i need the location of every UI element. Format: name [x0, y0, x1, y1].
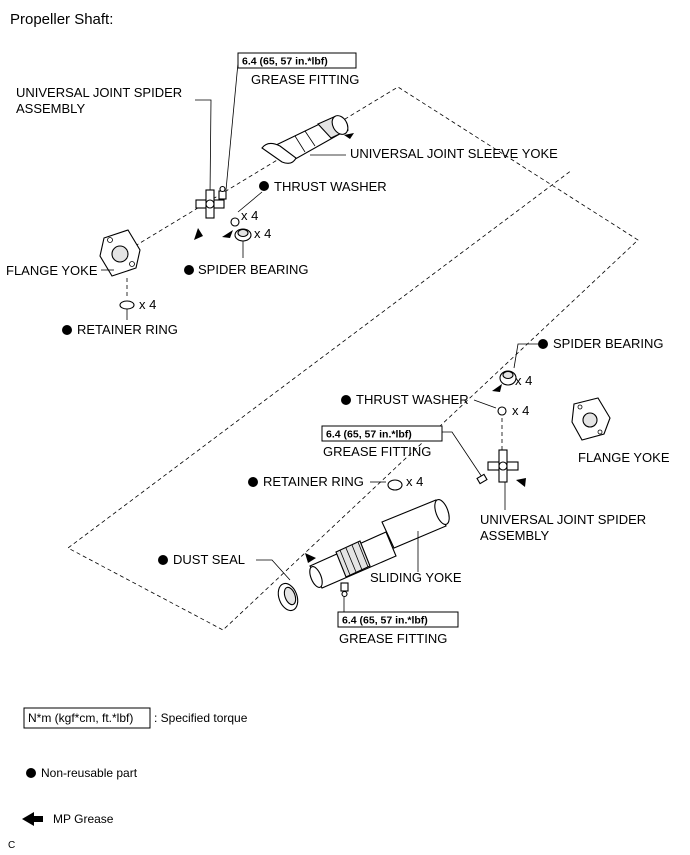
non-reusable-dot-thrust-top [259, 181, 269, 191]
ujsa-label-top-1: UNIVERSAL JOINT SPIDER [16, 85, 182, 100]
spider-top-part [195, 189, 225, 219]
flange-yoke-right-part [571, 397, 611, 441]
retainer-ring-top-part [119, 300, 135, 310]
spider-bearing-label-right: SPIDER BEARING [553, 336, 664, 351]
x4-bearing-right: x 4 [515, 373, 532, 388]
x4-washer-right: x 4 [512, 403, 529, 418]
sliding-yoke-label: SLIDING YOKE [370, 570, 462, 585]
leader-ujsa-top [195, 99, 212, 196]
torque-value-bottom: 6.4 (65, 57 in.*lbf) [342, 615, 428, 627]
thrust-washer-top-part [230, 217, 240, 227]
spider-bearing-right-part [499, 370, 517, 386]
grease-fitting-mid-part [476, 473, 488, 485]
mp-grease-arrow-sleeve [344, 133, 354, 139]
legend-torque-box [23, 707, 151, 729]
non-reusable-dot-bearing-right [538, 339, 548, 349]
thrust-washer-label-right: THRUST WASHER [356, 392, 469, 407]
legend-mp-grease-arrow [22, 812, 34, 826]
mp-grease-arrow-spider-right [516, 478, 526, 487]
leader-grease-top [225, 62, 239, 191]
grease-fitting-label-mid: GREASE FITTING [323, 444, 431, 459]
legend-torque-unit: N*m (kgf*cm, ft.*lbf) [28, 711, 133, 725]
legend-mp-grease-text: MP Grease [53, 812, 114, 826]
grease-fitting-label-bottom: GREASE FITTING [339, 631, 447, 646]
torque-box-top [237, 52, 357, 69]
retainer-ring-label-top: RETAINER RING [77, 322, 178, 337]
x4-bearing-top: x 4 [254, 226, 271, 241]
torque-value-mid: 6.4 (65, 57 in.*lbf) [326, 429, 412, 441]
page-title: Propeller Shaft: [10, 11, 113, 28]
retainer-ring-mid-part [387, 479, 403, 491]
non-reusable-dot-retainer-top [62, 325, 72, 335]
spider-bearing-label-top: SPIDER BEARING [198, 262, 309, 277]
thrust-washer-label-top: THRUST WASHER [274, 179, 387, 194]
x4-retainer-mid: x 4 [406, 474, 423, 489]
mp-grease-arrow-sliding [305, 553, 316, 563]
sleeve-yoke-part [261, 115, 349, 164]
grease-fitting-bottom-part [340, 582, 349, 598]
legend-torque-desc: : Specified torque [154, 711, 248, 725]
corner-mark: C [8, 840, 15, 851]
ujsa-label-top-2: ASSEMBLY [16, 101, 85, 116]
mp-grease-arrow-bearing-right [492, 384, 502, 392]
torque-box-bottom [337, 611, 459, 628]
x4-washer-top: x 4 [241, 208, 258, 223]
mp-grease-arrow-spider-top [194, 228, 203, 240]
legend-non-reusable-dot [26, 768, 36, 778]
leader-thrust-right [473, 399, 497, 409]
sliding-yoke-part [309, 499, 450, 589]
legend-mp-grease-arrow-tail [33, 816, 43, 822]
non-reusable-dot-thrust-right [341, 395, 351, 405]
torque-value-top: 6.4 (65, 57 in.*lbf) [242, 56, 328, 68]
non-reusable-dot-retainer-mid [248, 477, 258, 487]
grease-fitting-top [218, 185, 227, 200]
leader-thrust-top [237, 191, 263, 213]
torque-box-mid [321, 425, 443, 442]
leader-bearing-right [513, 343, 539, 369]
ujsa-label-mid-1: UNIVERSAL JOINT SPIDER [480, 512, 646, 527]
flange-yoke-label-left: FLANGE YOKE [6, 263, 98, 278]
sleeve-yoke-label: UNIVERSAL JOINT SLEEVE YOKE [350, 146, 558, 161]
non-reusable-dot-bearing-top [184, 265, 194, 275]
non-reusable-dot-dust-seal [158, 555, 168, 565]
spider-right-part [487, 449, 519, 483]
spider-bearing-top-part [234, 228, 252, 242]
retainer-ring-label-mid: RETAINER RING [263, 474, 364, 489]
grease-fitting-label-top: GREASE FITTING [251, 72, 359, 87]
x4-retainer-top: x 4 [139, 297, 156, 312]
dust-seal-part [277, 582, 299, 612]
mp-grease-arrow-bearing-top [222, 230, 233, 238]
flange-yoke-label-right: FLANGE YOKE [578, 450, 670, 465]
thrust-washer-right-part [497, 406, 507, 416]
leader-grease-mid [442, 431, 483, 478]
dust-seal-label: DUST SEAL [173, 552, 245, 567]
flange-yoke-left-part [99, 229, 141, 277]
leader-dust-seal [256, 559, 291, 581]
legend-non-reusable-text: Non-reusable part [41, 766, 138, 780]
ujsa-label-mid-2: ASSEMBLY [480, 528, 549, 543]
